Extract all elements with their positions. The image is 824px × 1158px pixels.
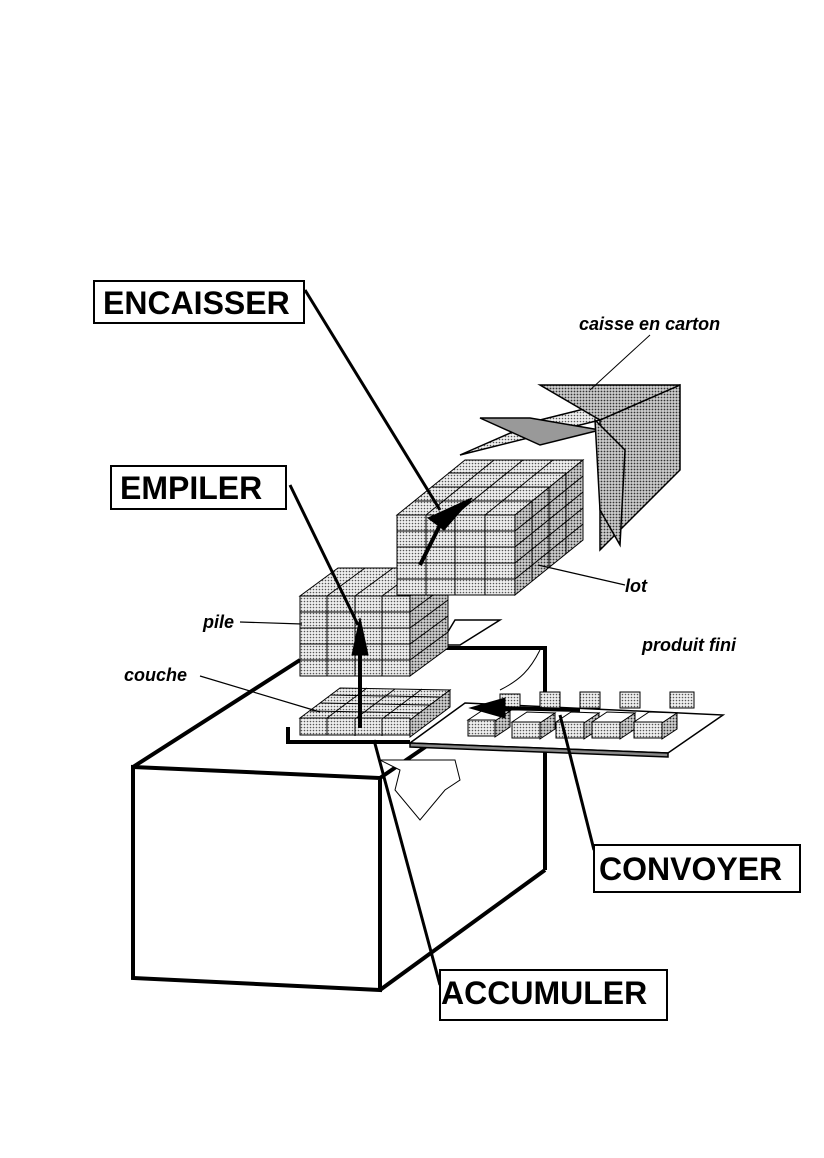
carton-box (459, 383, 681, 552)
svg-text:EMPILER: EMPILER (120, 470, 262, 506)
label-couche: couche (124, 665, 187, 685)
machine-base (131, 658, 547, 993)
lot-batch (395, 458, 585, 597)
label-produit-fini: produit fini (641, 635, 737, 655)
label-pile: pile (202, 612, 234, 632)
paper-scrap (379, 759, 461, 821)
label-empiler: EMPILER (110, 465, 287, 510)
finished-products (466, 691, 695, 740)
process-arrows (351, 497, 581, 728)
label-accumuler: ACCUMULER (439, 969, 668, 1021)
svg-text:CONVOYER: CONVOYER (599, 851, 782, 887)
svg-text:ENCAISSER: ENCAISSER (103, 285, 290, 321)
label-caisse-en-carton: caisse en carton (579, 314, 720, 334)
leader-lines (199, 289, 651, 986)
svg-text:ACCUMULER: ACCUMULER (441, 975, 647, 1011)
label-encaisser: ENCAISSER (93, 280, 305, 324)
layer-couche (298, 687, 452, 738)
label-lot: lot (625, 576, 648, 596)
label-convoyer: CONVOYER (593, 844, 801, 893)
